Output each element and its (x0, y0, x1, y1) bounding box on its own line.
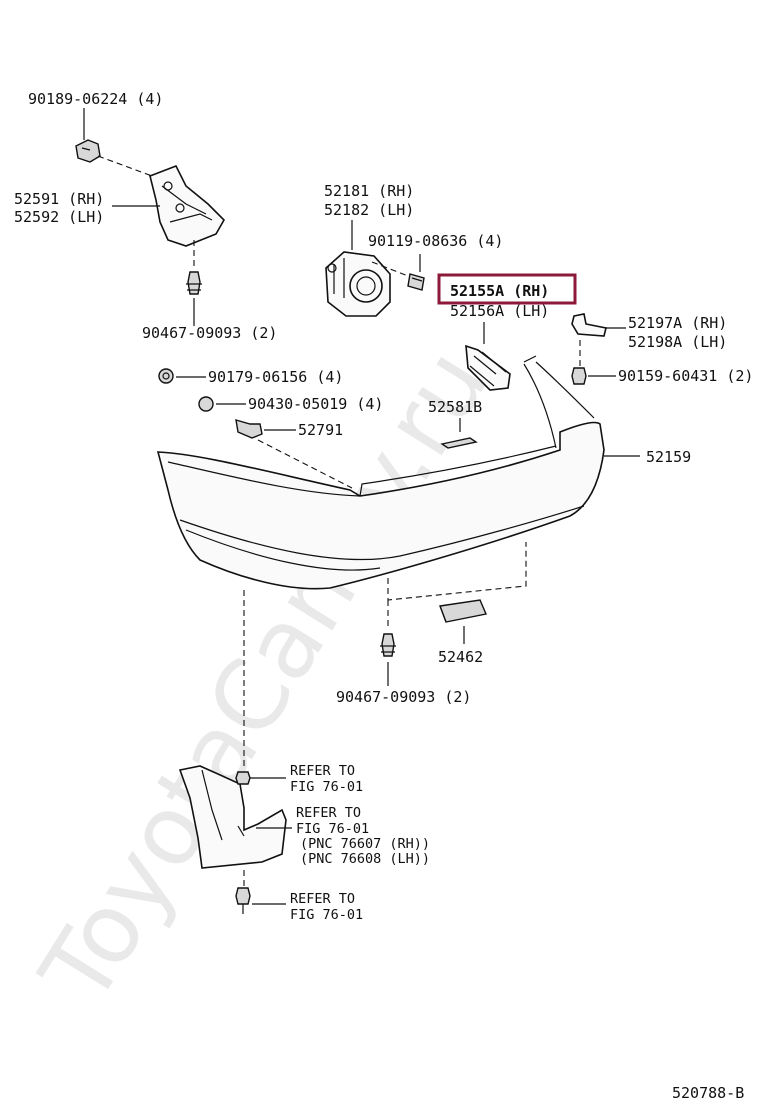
bolt-90119-icon (407, 273, 425, 291)
ref2-line4: (PNC 76608 (LH)) (300, 851, 430, 867)
clip-90189-icon (75, 139, 101, 163)
screw-90159-icon (571, 367, 587, 385)
grommet-52791-icon (235, 419, 263, 439)
label-52462: 52462 (438, 648, 483, 666)
label-52197a-rh: 52197A (RH) (628, 314, 727, 332)
bumper-cover-52159-icon (156, 355, 605, 590)
bumper-retainer-52155a-icon (465, 344, 511, 391)
label-52182-lh: 52182 (LH) (324, 201, 414, 219)
clip-90467-lower-icon (380, 633, 396, 657)
ref1-line1: REFER TO (290, 763, 355, 779)
nut-90430-icon (198, 396, 214, 412)
label-90467-09093-upper: 90467-09093 (2) (142, 324, 277, 342)
ref3-line1: REFER TO (290, 891, 355, 907)
label-52592-lh: 52592 (LH) (14, 208, 104, 226)
fog-lamp-icon (325, 251, 391, 317)
reflector-52581b-icon (440, 437, 478, 449)
retainer-52197a-icon (571, 313, 607, 337)
ref3-line2: FIG 76-01 (290, 907, 363, 923)
label-90467-09093-lower: 90467-09093 (2) (336, 688, 471, 706)
clip-mudflap-upper-icon (235, 771, 251, 785)
label-52156a-lh: 52156A (LH) (450, 302, 549, 320)
highlight-box (437, 273, 577, 305)
label-52181-rh: 52181 (RH) (324, 182, 414, 200)
label-52198a-lh: 52198A (LH) (628, 333, 727, 351)
label-52591-rh: 52591 (RH) (14, 190, 104, 208)
mud-flap-icon (178, 765, 287, 869)
ref2-line3: (PNC 76607 (RH)) (300, 836, 430, 852)
clip-90467-upper-icon (186, 271, 202, 295)
figure-code: 520788-B (672, 1084, 744, 1102)
label-90119-08636: 90119-08636 (4) (368, 232, 503, 250)
bracket-52591-icon (149, 164, 225, 247)
label-52791: 52791 (298, 421, 343, 439)
watermark: ToyotaCamry.ru (19, 330, 510, 1023)
label-52159: 52159 (646, 448, 691, 466)
ref1-line2: FIG 76-01 (290, 779, 363, 795)
label-90430-05019: 90430-05019 (4) (248, 395, 383, 413)
clip-90179-icon (158, 368, 174, 384)
screw-mudflap-lower-icon (235, 887, 251, 914)
label-90159-60431: 90159-60431 (2) (618, 367, 753, 385)
label-52581b: 52581B (428, 398, 482, 416)
label-90179-06156: 90179-06156 (4) (208, 368, 343, 386)
label-90189-06224: 90189-06224 (4) (28, 90, 163, 108)
label-52155a-rh: 52155A (RH) (450, 282, 549, 300)
ref2-line1: REFER TO (296, 805, 361, 821)
absorber-52462-icon (439, 599, 487, 623)
ref2-line2: FIG 76-01 (296, 821, 369, 837)
